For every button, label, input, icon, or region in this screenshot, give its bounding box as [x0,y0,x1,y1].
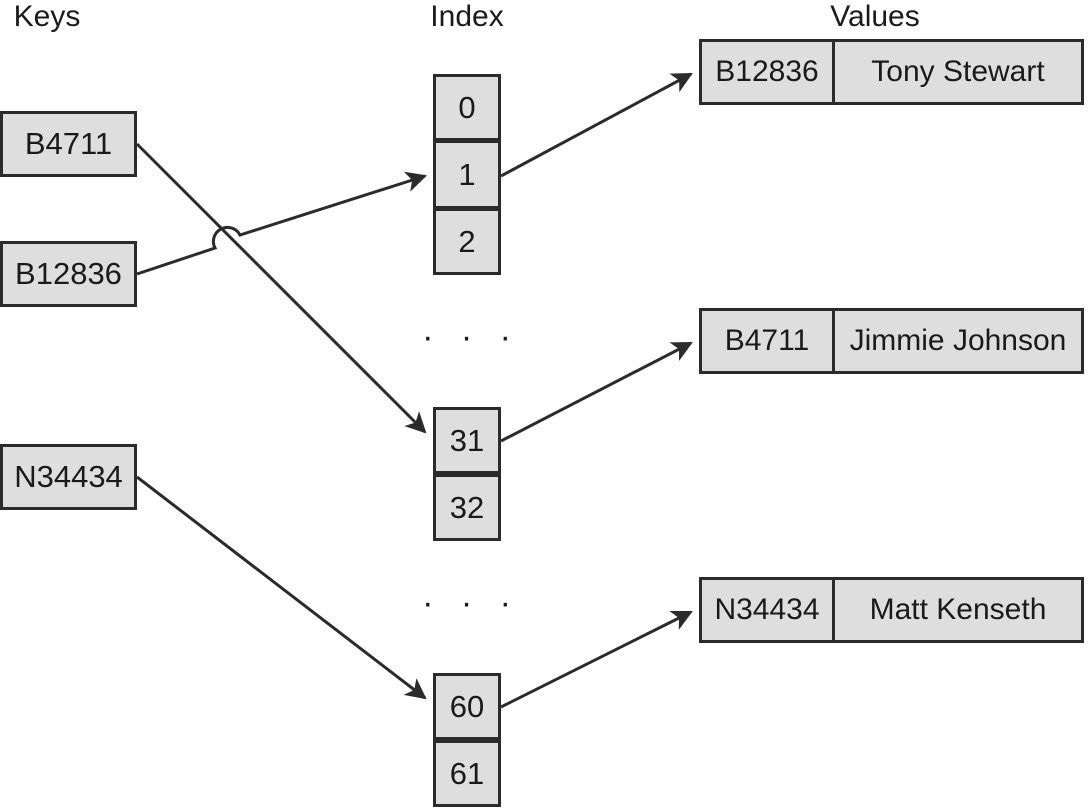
value-row-matt-kenseth[interactable]: N34434 Matt Kenseth [699,577,1084,643]
key-box-b4711[interactable]: B4711 [0,111,137,177]
value-row-jimmie-johnson[interactable]: B4711 Jimmie Johnson [699,308,1084,374]
key-box-n34434[interactable]: N34434 [0,444,137,510]
value-row-key: B4711 [702,311,835,371]
wire-b12836-to-index-1 [136,171,428,276]
column-header-index: Index [430,0,504,33]
column-header-keys: Keys [13,0,81,33]
value-row-name: Tony Stewart [871,55,1045,88]
index-cell-1[interactable]: 1 [433,141,501,208]
index-cell-2[interactable]: 2 [433,208,501,275]
value-row-key: N34434 [702,580,835,640]
value-row-name: Jimmie Johnson [849,324,1067,357]
wire-b4711-to-index-31 [135,142,427,434]
index-ellipsis-1: · · · [422,318,520,356]
value-row-key: B12836 [702,42,835,102]
index-ellipsis-2: · · · [422,584,520,622]
column-header-values: Values [830,0,920,33]
wire-index-60-to-value-matt-kenseth [500,610,693,709]
index-cell-31[interactable]: 31 [433,407,501,474]
key-box-b12836[interactable]: B12836 [0,241,137,307]
index-cell-0[interactable]: 0 [433,74,501,141]
wire-index-31-to-value-jimmie-johnson [500,341,693,443]
value-row-name: Matt Kenseth [869,593,1047,626]
index-cell-60[interactable]: 60 [433,673,501,740]
wire-n34434-to-index-60 [136,475,427,700]
value-row-tony-stewart[interactable]: B12836 Tony Stewart [699,39,1084,105]
wire-index-1-to-value-tony-stewart [500,72,693,178]
index-cell-32[interactable]: 32 [433,474,501,541]
index-cell-61[interactable]: 61 [433,740,501,807]
